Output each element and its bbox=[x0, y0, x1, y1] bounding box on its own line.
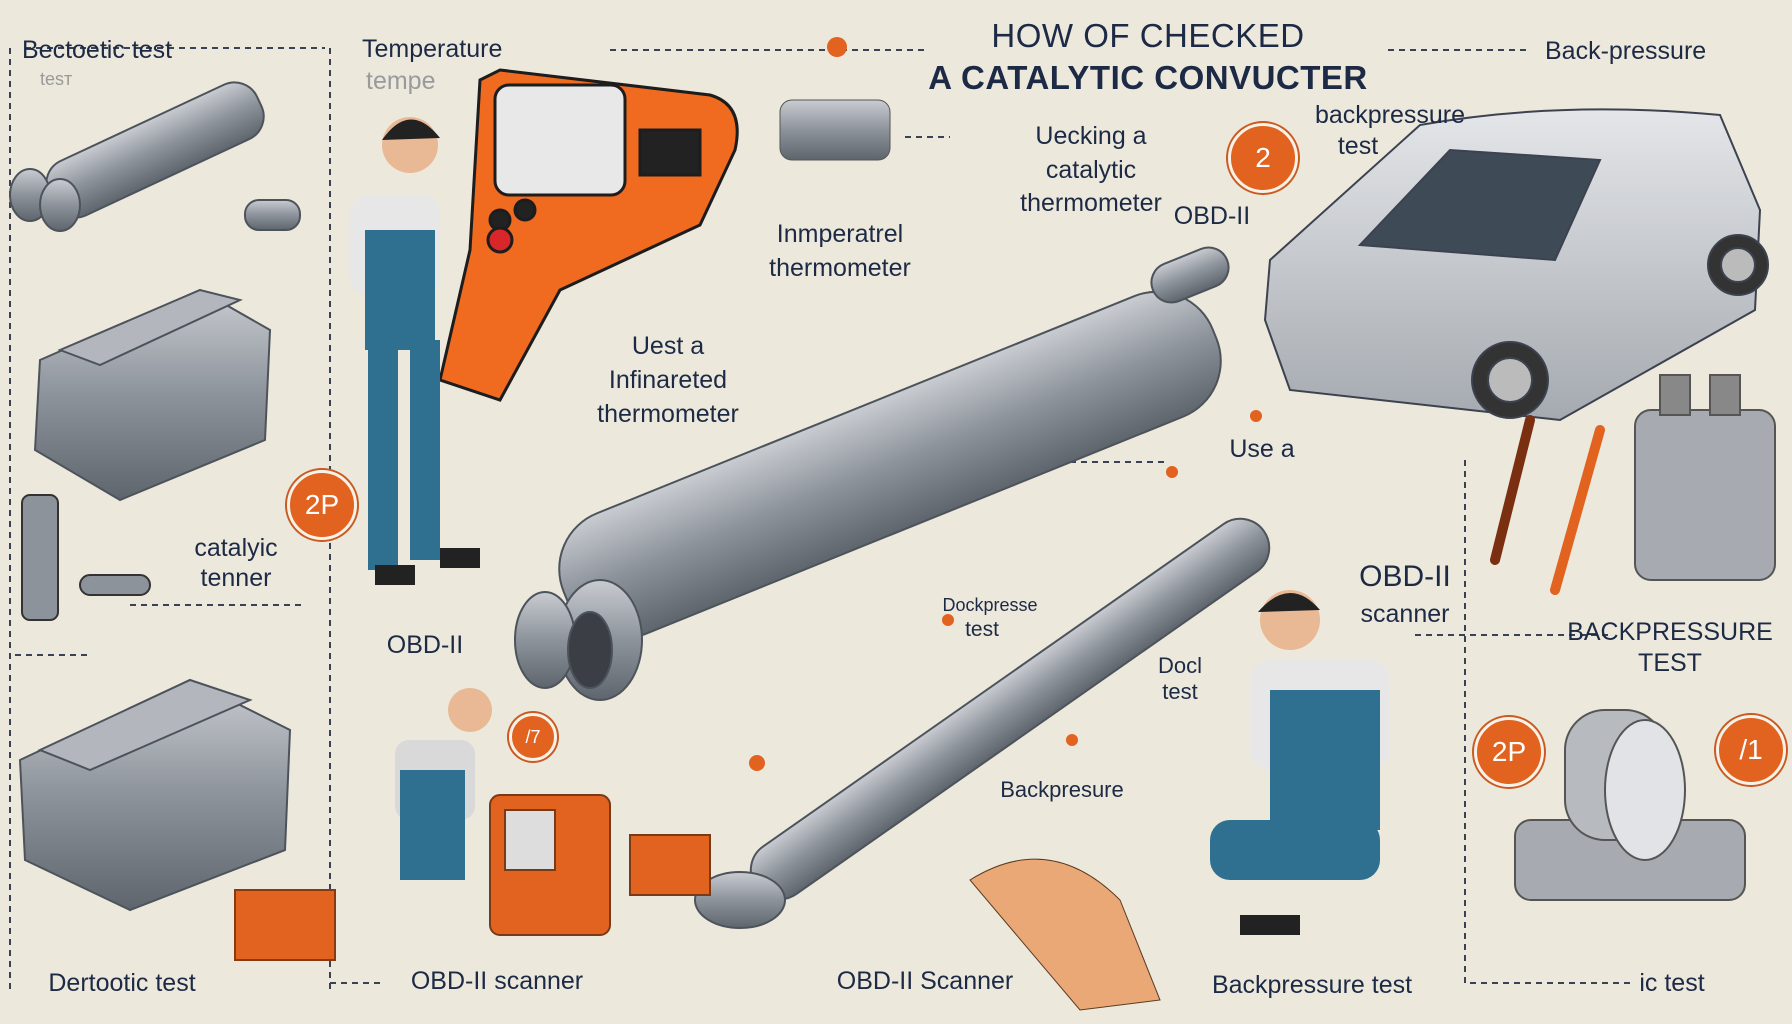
label-backpressure-test-2: test bbox=[1337, 132, 1379, 160]
pliers-icon bbox=[1490, 415, 1605, 595]
hand-icon bbox=[969, 858, 1161, 1011]
badge-step: /7 bbox=[509, 713, 557, 761]
label-inmperatrel-1: Inmperatrel bbox=[776, 220, 904, 248]
label-obd-mid: OBD-II bbox=[386, 631, 464, 659]
guide-lines bbox=[9, 47, 1630, 990]
badge-step: 2P bbox=[1474, 717, 1544, 787]
label-obd-scanner-right-1: OBD-II bbox=[1359, 560, 1451, 593]
infrared-thermometer-icon bbox=[438, 68, 739, 402]
badge-step: 2P bbox=[287, 470, 357, 540]
label-bottom-obd-scanner-2: OBD-II Scanner bbox=[836, 967, 1014, 995]
exhaust-pipe-icon bbox=[694, 517, 1271, 929]
spring-icon bbox=[21, 494, 151, 621]
sensor-cup-icon bbox=[779, 37, 891, 161]
title-line-2: A CATALYTIC CONVUCTER bbox=[928, 59, 1368, 96]
badge-step: /1 bbox=[1716, 715, 1786, 785]
label-uecking-3: thermometer bbox=[1020, 189, 1162, 217]
mechanic-icon bbox=[350, 117, 480, 585]
engine-icon bbox=[33, 288, 272, 502]
catalytic-converter-icon bbox=[514, 246, 1230, 701]
label-backpressure-caps-1: BACKPRESSURE bbox=[1567, 618, 1773, 646]
label-use-a: Use a bbox=[1229, 435, 1295, 463]
label-bottom-right: ic test bbox=[1639, 969, 1705, 997]
label-uecking-1: Uecking a bbox=[1035, 122, 1147, 150]
label-dockpresse-2: test bbox=[965, 618, 999, 641]
title-line-1: HOW OF CHECKED bbox=[991, 17, 1305, 54]
fan-icon bbox=[1514, 709, 1746, 901]
engine-icon bbox=[18, 678, 292, 912]
label-docl-2: test bbox=[1162, 679, 1198, 704]
mechanic-icon bbox=[395, 688, 492, 880]
label-bottom-left: Dertootic test bbox=[48, 969, 196, 997]
label-back-pressure: Back-pressure bbox=[1545, 37, 1707, 65]
label-bottom-obd-scanner: OBD-II scanner bbox=[410, 967, 584, 995]
label-top-left-faded: tesт bbox=[40, 69, 73, 89]
accent-dots bbox=[749, 410, 1262, 771]
label-backpresure: Backpresure bbox=[1000, 777, 1124, 802]
label-dockpresse-1: Dockpresse bbox=[942, 595, 1038, 615]
label-backpressure-caps-2: TEST bbox=[1638, 649, 1702, 677]
label-catalyic-1: catalyic bbox=[194, 534, 278, 562]
label-backpressure-test-1: backpressure bbox=[1314, 101, 1466, 129]
label-bottom-backpressure: Backpressure test bbox=[1211, 971, 1413, 999]
orange-toolbox-icon bbox=[234, 889, 336, 961]
mechanic-icon bbox=[1210, 590, 1390, 935]
filter-icon bbox=[1634, 374, 1776, 581]
label-temperature: Temperature bbox=[362, 35, 503, 63]
label-inmperatrel-2: thermometer bbox=[769, 254, 911, 282]
label-uest-2: Infinareted bbox=[608, 366, 728, 394]
label-uest-1: Uest a bbox=[631, 332, 705, 360]
badge-step: 2 bbox=[1228, 123, 1298, 193]
label-docl-1: Docl bbox=[1157, 653, 1203, 678]
label-uecking-2: catalytic bbox=[1045, 156, 1137, 184]
exhaust-pipe-icon bbox=[9, 81, 301, 232]
obd-scanner-icon bbox=[489, 794, 711, 936]
label-uest-3: thermometer bbox=[597, 400, 739, 428]
car-icon bbox=[1263, 108, 1769, 422]
label-obd-top: OBD-II bbox=[1173, 202, 1251, 230]
label-obd-scanner-right-2: scanner bbox=[1360, 600, 1450, 628]
label-catalyic-2: tenner bbox=[200, 564, 272, 592]
label-temperature-faded: tempe bbox=[366, 67, 436, 95]
label-top-left: Bectoetic test bbox=[22, 36, 173, 64]
